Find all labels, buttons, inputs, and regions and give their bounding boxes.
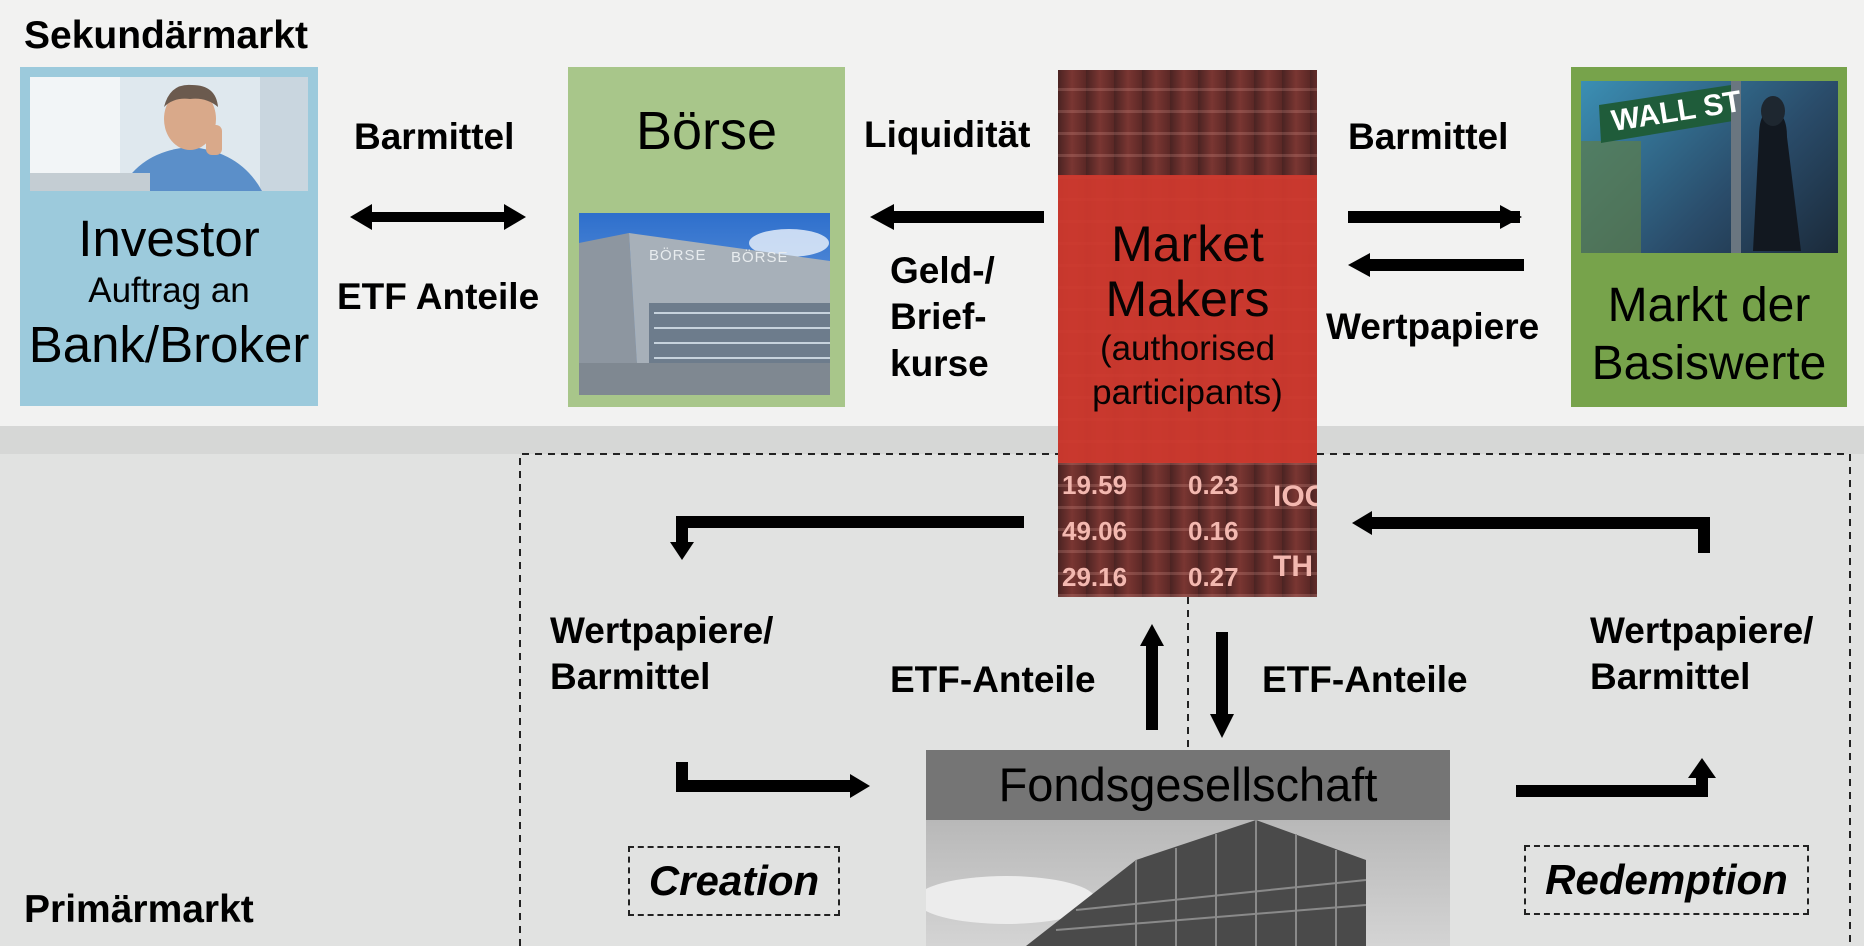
mm-basis-cash-label: Barmittel xyxy=(1348,116,1509,157)
redemption-box: Redemption xyxy=(1524,845,1809,915)
investor-boerse-arrow xyxy=(350,204,526,230)
ticker-value: 0.16 xyxy=(1188,516,1239,546)
boerse-node: Börse BÖRSE BÖRSE xyxy=(568,67,845,407)
mm-to-basis-arrow xyxy=(1348,205,1522,229)
creation-box: Creation xyxy=(628,846,840,916)
investor-boerse-etf-label: ETF Anteile xyxy=(337,276,540,317)
bid-ask-line: Geld-/ xyxy=(890,250,995,291)
ticker-symbol: IOC xyxy=(1273,480,1317,513)
redemption-flow-label: Wertpapiere/ Barmittel xyxy=(1590,608,1813,701)
ticker-value: 49.06 xyxy=(1062,516,1128,546)
boerse-title: Börse xyxy=(635,101,778,161)
investor-node: Investor Auftrag an Bank/Broker xyxy=(20,67,318,406)
etf-shares-up-label: ETF-Anteile xyxy=(890,659,1096,700)
boerse-sign-left: BÖRSE xyxy=(649,247,707,264)
basis-line1: Markt der xyxy=(1607,279,1811,332)
creation-securities-arrow xyxy=(676,762,870,798)
redemption-flow-line: Wertpapiere/ xyxy=(1590,610,1814,651)
creation-flow-label: Wertpapiere/ Barmittel xyxy=(550,608,773,701)
boerse-building-photo: BÖRSE BÖRSE xyxy=(579,213,830,395)
etf-shares-up-arrow xyxy=(1140,624,1164,730)
market-makers-line3: (authorised xyxy=(1099,329,1276,368)
market-makers-line2: Makers xyxy=(1105,271,1270,327)
investor-photo xyxy=(30,77,308,191)
basis-to-mm-arrow xyxy=(1348,253,1524,277)
ticker-value: 0.27 xyxy=(1188,562,1239,592)
creation-cash-arrow xyxy=(670,516,1024,560)
creation-flow-line: Wertpapiere/ xyxy=(550,610,774,651)
etf-shares-down-arrow xyxy=(1210,632,1234,738)
secondary-market-label: Sekundärmarkt xyxy=(24,14,308,57)
ticker-value: 29.16 xyxy=(1062,562,1128,592)
investor-bank-broker: Bank/Broker xyxy=(28,316,310,373)
bid-ask-label: Geld-/ Brief- kurse xyxy=(890,248,995,387)
basis-line2: Basiswerte xyxy=(1591,337,1827,390)
liquidity-label: Liquidität xyxy=(864,114,1031,155)
mm-basis-securities-label: Wertpapiere xyxy=(1326,306,1540,347)
fund-company-photo xyxy=(926,820,1450,946)
investor-subtitle: Auftrag an xyxy=(88,271,250,310)
creation-flow-line: Barmittel xyxy=(550,656,711,698)
redemption-payout-arrow xyxy=(1516,758,1716,797)
market-divider xyxy=(0,426,1864,454)
primary-market-label: Primärmarkt xyxy=(24,888,254,931)
investor-boerse-cash-label: Barmittel xyxy=(354,116,515,157)
basis-market-node: WALL ST Markt der Basiswerte xyxy=(1571,67,1847,407)
fund-company-node: Fondsgesellschaft xyxy=(926,750,1450,946)
etf-shares-down-label: ETF-Anteile xyxy=(1262,659,1468,700)
boerse-sign-right: BÖRSE xyxy=(731,249,789,266)
market-makers-line4: participants) xyxy=(1092,372,1283,412)
ticker-symbol: TH xyxy=(1273,550,1313,583)
wall-street-photo: WALL ST xyxy=(1581,81,1838,253)
ticker-value: 19.59 xyxy=(1062,470,1128,500)
bid-ask-line: Brief- xyxy=(890,296,987,338)
ticker-value: 0.23 xyxy=(1188,470,1239,500)
investor-title: Investor xyxy=(78,210,260,267)
fund-company-title: Fondsgesellschaft xyxy=(926,750,1450,820)
bid-ask-line: kurse xyxy=(890,342,989,384)
market-makers-label-panel: Market Makers (authorised participants) xyxy=(1058,175,1317,463)
market-makers-line1: Market xyxy=(1111,216,1264,272)
redemption-return-arrow xyxy=(1352,511,1710,553)
market-makers-node: 19.59 0.23 49.06 0.16 29.16 0.27 IOC TH … xyxy=(1058,70,1317,597)
mm-to-boerse-arrow xyxy=(870,204,1044,230)
redemption-flow-line: Barmittel xyxy=(1590,656,1751,698)
